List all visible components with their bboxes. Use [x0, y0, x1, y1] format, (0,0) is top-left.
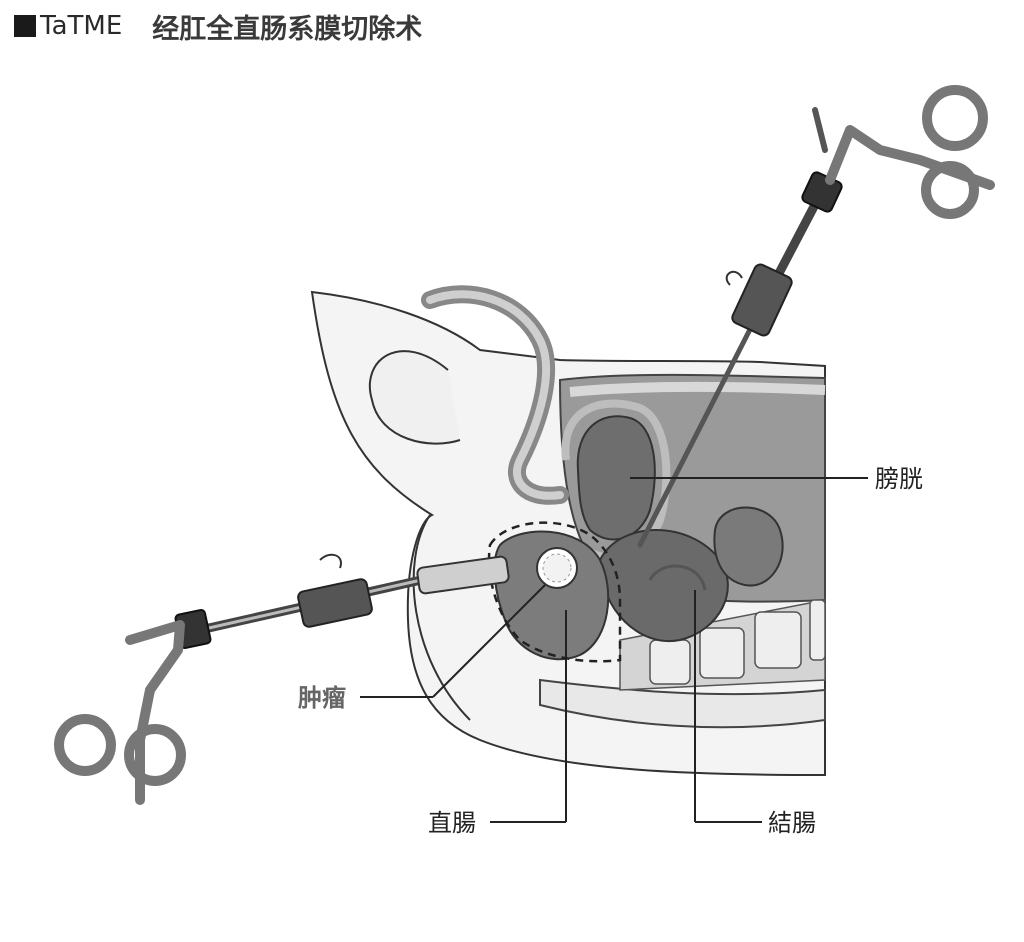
lap-ring-2 — [921, 161, 979, 219]
label-bladder: 膀胱 — [875, 465, 923, 493]
peritoneum — [569, 381, 826, 397]
leader-lines — [360, 477, 868, 823]
header-code: TaTME — [40, 11, 123, 41]
figure-header: TaTME 经肛全直肠系膜切除术 — [14, 6, 422, 46]
label-colon: 結腸 — [768, 809, 816, 837]
buttock-outline — [368, 350, 461, 445]
transanal-trocar — [297, 578, 373, 628]
perineum-outline — [412, 514, 471, 721]
transanal-port — [416, 555, 510, 595]
rectum — [493, 530, 610, 661]
tme-dissection-plane — [487, 521, 622, 663]
label-rectum: 直腸 — [428, 809, 476, 837]
header-square-marker — [14, 15, 36, 37]
transanal-instrument — [54, 553, 510, 805]
transanal-handle — [125, 620, 185, 805]
pelvis-anatomy — [310, 285, 826, 777]
laparoscopic-instrument — [637, 85, 995, 548]
sacrum — [539, 599, 826, 729]
bladder — [576, 415, 656, 541]
transanal-ring-1 — [54, 714, 116, 776]
tumor — [536, 547, 578, 589]
lap-trocar — [731, 263, 793, 337]
transanal-ring-2 — [124, 724, 186, 786]
label-tumor: 肿瘤 — [298, 684, 346, 712]
lap-ring-1 — [922, 85, 988, 151]
lap-shaft — [637, 297, 768, 548]
header-title: 经肛全直肠系膜切除术 — [152, 13, 423, 45]
